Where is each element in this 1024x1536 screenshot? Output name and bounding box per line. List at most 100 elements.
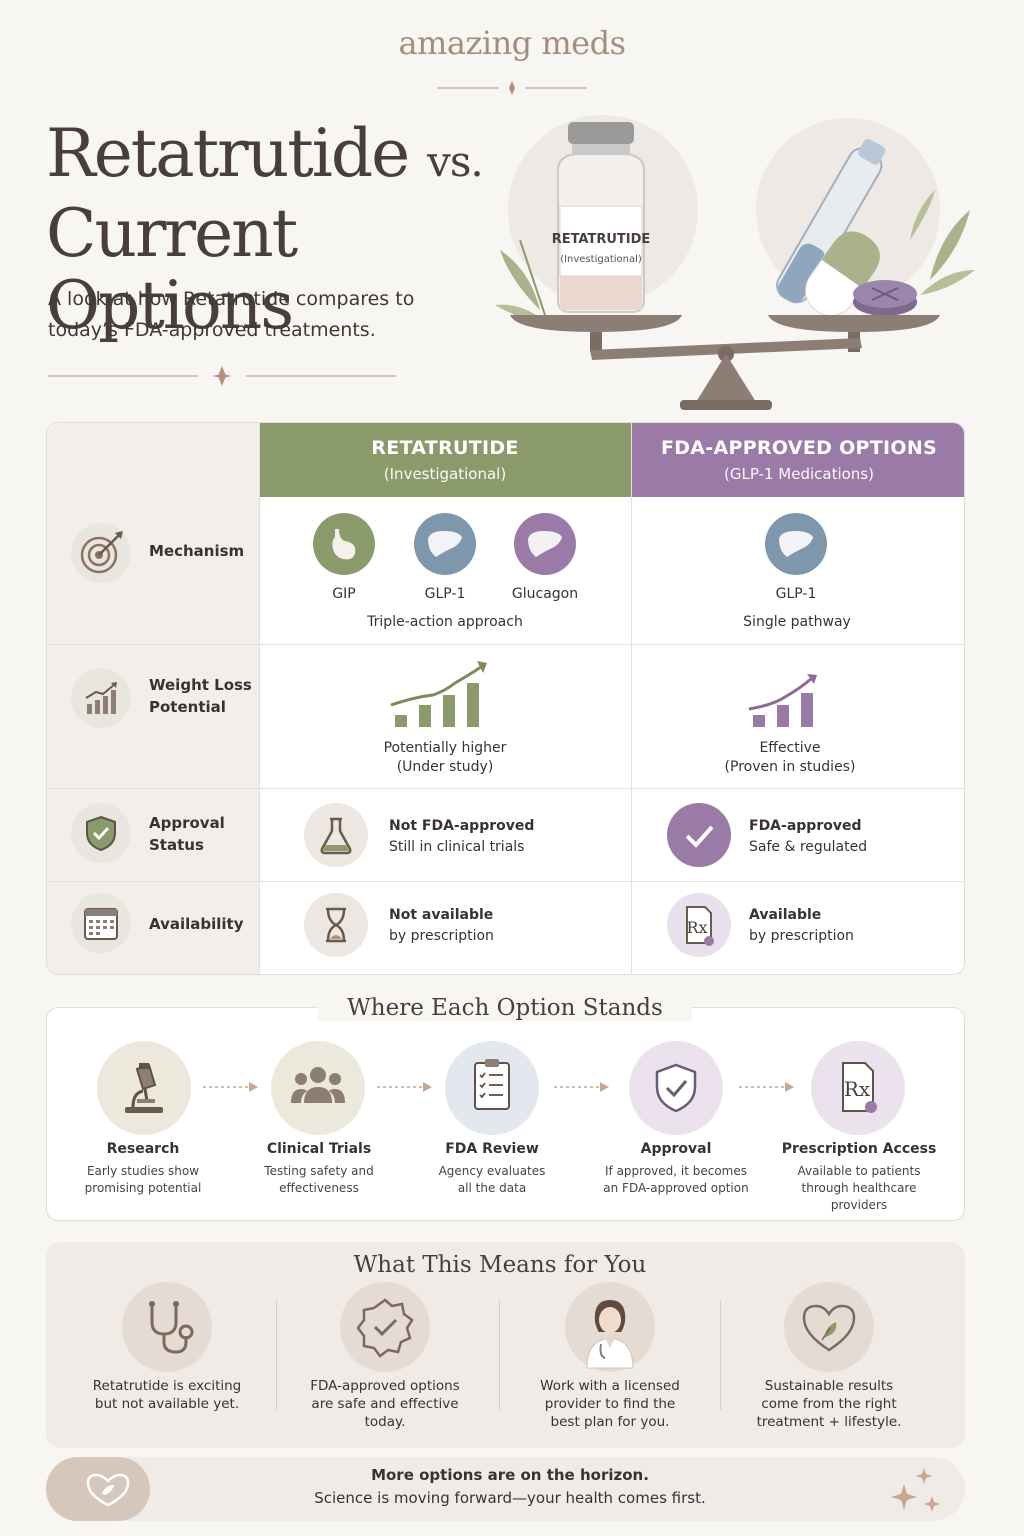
step-desc-line: Early studies show [86,1164,200,1178]
vial-label: RETATRUTIDE [552,232,651,247]
banner-tagline: Science is moving forward—your health co… [314,1489,706,1507]
sparkle-icon [891,1468,940,1512]
liver-icon [514,513,576,575]
column-subtitle: (Investigational) [383,465,507,483]
availability-fda-line2: by prescription [749,928,854,944]
title-line2: Current Options [46,195,298,344]
doctor-avatar-icon [565,1282,655,1372]
stethoscope-icon [122,1282,212,1372]
row-label-availability: Availability [149,915,244,933]
takeaway-line: Work with a licensed [540,1378,680,1394]
mechanism-item-glp1: GLP-1 [424,586,466,602]
takeaway-line: treatment + lifestyle. [756,1414,902,1430]
weight-fda-line1: Effective [759,740,821,756]
takeaway-line: are safe and effective [311,1396,459,1412]
weight-retatrutide-line2: (Under study) [396,759,494,775]
row-label-weight-loss: Weight Loss Potential [149,674,252,718]
weight-fda: Effective (Proven in studies) [667,739,913,777]
target-icon [71,523,131,583]
checkmark-icon [667,803,731,867]
takeaway-line: FDA-approved options [310,1378,460,1394]
arrow-right-icon [739,1082,794,1092]
column-divider [631,423,632,974]
step-title: Prescription Access [781,1141,937,1157]
people-group-icon [271,1041,365,1135]
step-desc-line: promising potential [84,1181,202,1195]
row-label-line: Potential [149,698,226,716]
approval-retatrutide: Not FDA-approved Still in clinical trial… [389,816,534,858]
ornament-divider [437,81,587,95]
liver-icon [765,513,827,575]
step-title: Approval [640,1141,712,1157]
column-subtitle: (GLP-1 Medications) [724,465,874,483]
step-title: Clinical Trials [266,1141,372,1157]
badge-check-icon [340,1282,430,1372]
timeline-title: Where Each Option Stands [318,995,692,1021]
heart-leaf-icon [784,1282,874,1372]
hourglass-icon [304,893,368,957]
takeaways-title: What This Means for You [353,1252,647,1278]
arrow-right-icon [377,1082,432,1092]
page-title: Retatrutide vs. Current Options [46,118,506,342]
step-description: Testing safety and effectiveness [234,1163,404,1197]
step-desc-line: through healthcare [801,1181,917,1195]
shield-check-icon [629,1041,723,1135]
step-desc-line: Available to patients [797,1164,921,1178]
shield-check-icon [71,803,131,863]
mechanism-item-gip: GIP [332,586,356,602]
row-label-mechanism: Mechanism [149,542,245,560]
page-subtitle: A look at how Retatrutide compares to to… [48,288,415,341]
row-divider [47,881,964,882]
takeaway-divider [720,1300,721,1410]
weight-retatrutide-line1: Potentially higher [383,740,507,756]
growth-chart-icon [71,668,131,728]
takeaway-text: FDA-approved options are safe and effecti… [295,1377,475,1431]
title-line1: Retatrutide [46,115,410,192]
row-label-line: Weight Loss [149,676,252,694]
balance-scale-illustration: RETATRUTIDE (Investigational) [495,115,975,410]
prescription-icon: Rx [811,1041,905,1135]
flask-icon [304,803,368,867]
svg-text:Rx: Rx [686,918,707,937]
column-header-fda: FDA-APPROVED OPTIONS (GLP-1 Medications) [632,423,964,497]
availability-fda: Available by prescription [749,905,854,947]
mechanism-item-glp1: GLP-1 [775,586,817,602]
step-desc-line: providers [830,1198,888,1212]
title-vs: vs. [427,137,484,186]
step-desc-line: effectiveness [279,1181,359,1195]
rising-bars-green-icon [390,661,487,727]
column-title: FDA-APPROVED OPTIONS [660,437,938,459]
mechanism-summary-fda: Single pathway [743,614,851,630]
takeaway-line: provider to find the [544,1396,676,1412]
takeaway-divider [276,1300,277,1410]
takeaway-line: today. [364,1414,406,1430]
takeaway-text: Work with a licensed provider to find the… [520,1377,700,1431]
availability-fda-line1: Available [749,907,822,923]
step-desc-line: Agency evaluates [438,1164,546,1178]
row-label-approval: Approval Status [149,812,225,856]
approval-fda-line1: FDA-approved [749,818,862,834]
step-title: FDA Review [445,1141,539,1157]
brand-logo: amazing meds [398,24,626,62]
approval-fda: FDA-approved Safe & regulated [749,816,867,858]
approval-retatrutide-line2: Still in clinical trials [389,839,525,855]
availability-retatrutide: Not available by prescription [389,905,494,947]
approval-fda-line2: Safe & regulated [749,839,868,855]
step-description: Early studies show promising potential [58,1163,228,1197]
mechanism-summary-retatrutide: Triple-action approach [367,614,523,630]
svg-text:Rx: Rx [844,1077,871,1101]
comparison-table: RETATRUTIDE (Investigational) FDA-APPROV… [46,422,965,975]
arrow-right-icon [203,1082,258,1092]
weight-fda-line2: (Proven in studies) [724,759,856,775]
banner-headline: More options are on the horizon. [371,1466,649,1484]
weight-retatrutide: Potentially higher (Under study) [259,739,631,777]
takeaway-line: Retatrutide is exciting [92,1378,242,1394]
availability-retatrutide-line1: Not available [389,907,494,923]
column-title: RETATRUTIDE [371,437,519,459]
step-desc-line: Testing safety and [264,1164,374,1178]
row-label-line: Approval [149,814,225,832]
step-title: Research [106,1141,180,1157]
